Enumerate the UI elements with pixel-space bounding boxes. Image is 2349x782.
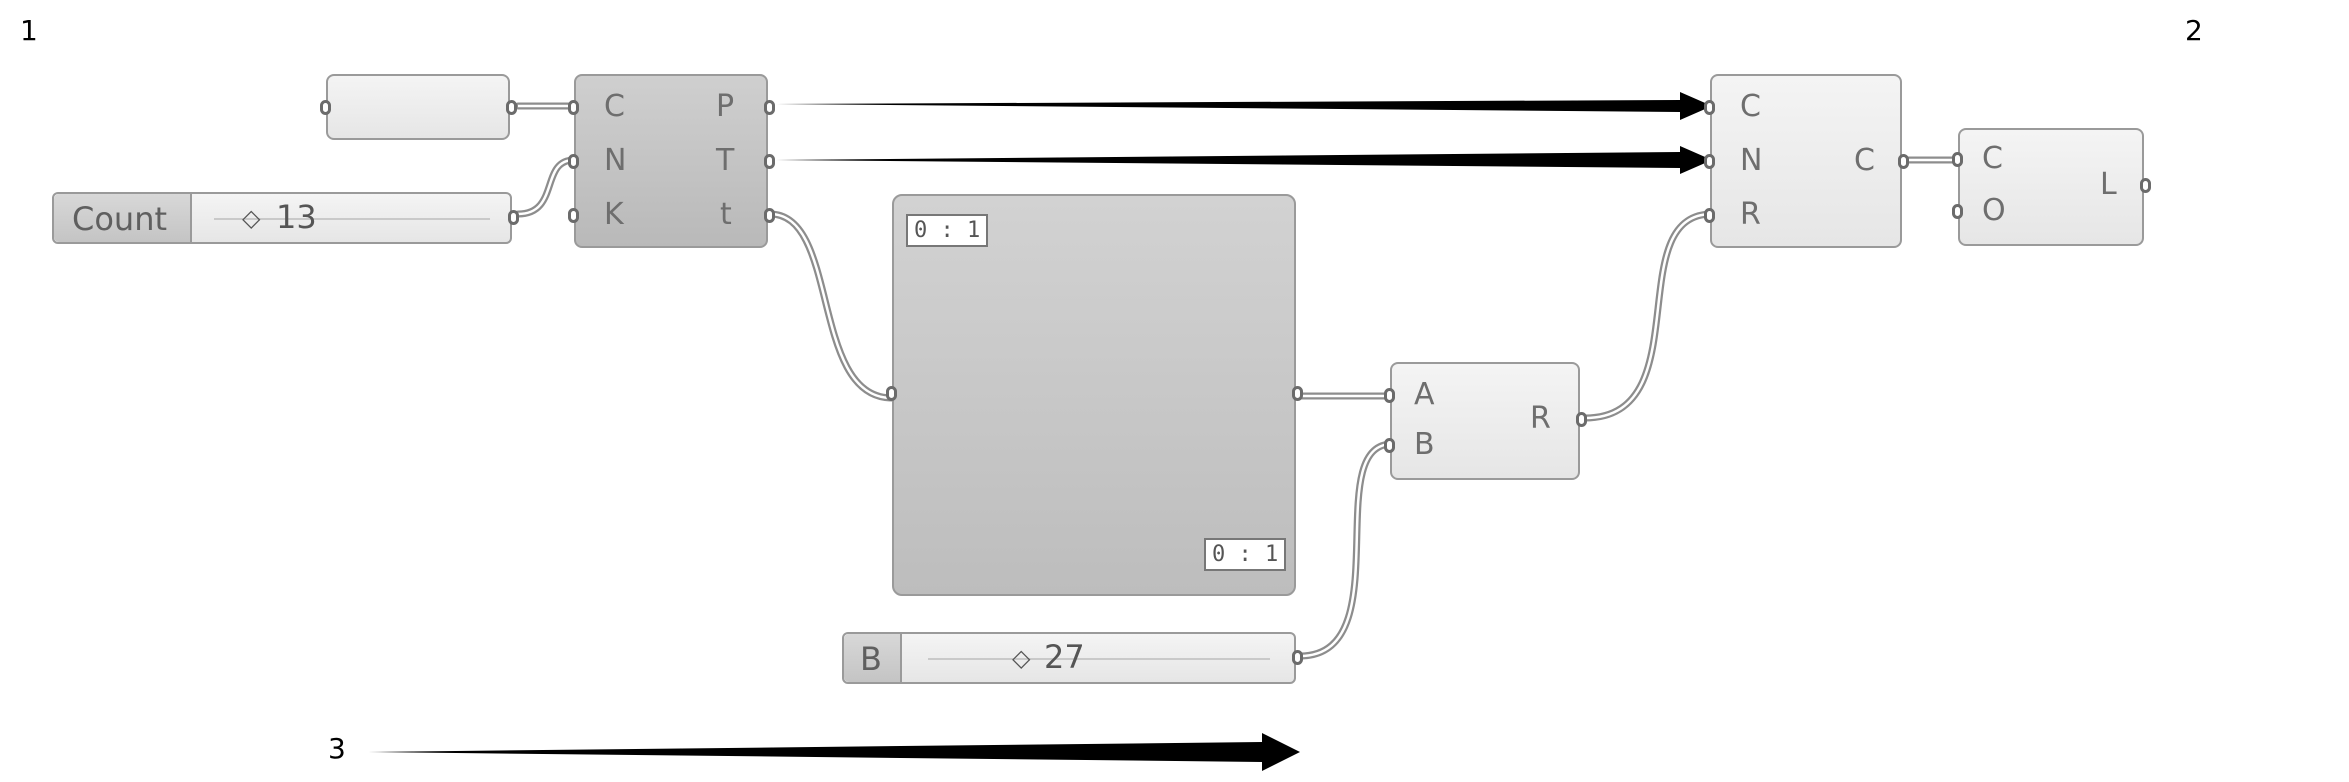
grip-in-r[interactable] [1704,208,1715,223]
b-slider[interactable]: B ◇ 27 [842,632,1303,684]
grip-out-t[interactable] [764,154,775,169]
marker-2: 2 [2185,14,2203,47]
port-out-t-lower: t [720,197,732,232]
port-out-c: C [1854,143,1875,178]
graph-input-grip[interactable] [886,386,897,401]
grip-out-t-lower[interactable] [764,208,775,223]
grip-out-p[interactable] [764,100,775,115]
arrow-t-to-n [776,146,1712,174]
port-in-k: K [604,197,624,232]
count-slider-label: Count [72,200,168,238]
arrow-p-to-c [776,92,1712,120]
multiplication-component[interactable]: A B R [1384,362,1587,480]
wire-r-to-r [1581,210,1716,422]
divide-curve-component[interactable]: C N K P T t [568,74,775,248]
port-in-b: B [1414,427,1435,462]
curve-source-component[interactable] [320,74,517,140]
circle-cnr-component[interactable]: C N R C [1704,74,1909,248]
marker-3: 3 [328,732,346,765]
port-out-l: L [2100,167,2117,202]
port-in-n: N [1740,143,1763,178]
port-in-n: N [604,143,627,178]
count-slider-label-box [54,194,192,242]
grip-in-n[interactable] [1704,154,1715,169]
grip-in-b[interactable] [1384,438,1395,453]
arrows [368,92,1712,771]
port-out-p: P [716,89,735,124]
graph-x-domain: 0 : 1 [906,214,989,247]
grip-in-k[interactable] [568,208,579,223]
port-in-o: O [1982,193,2006,228]
count-slider-track[interactable] [214,218,490,220]
b-slider-label: B [860,640,882,678]
slider-handle-icon[interactable]: ◇ [242,204,261,232]
grip-out-l[interactable] [2140,178,2151,193]
marker-1: 1 [20,14,38,47]
count-slider[interactable]: Count ◇ 13 [52,192,519,244]
grip-in-a[interactable] [1384,388,1395,403]
loft-component[interactable]: C O L [1952,128,2151,246]
output-grip[interactable] [506,100,517,115]
slider-handle-icon[interactable]: ◇ [1012,644,1031,672]
grip-out-c[interactable] [1898,154,1909,169]
port-in-c: C [1982,141,2003,176]
b-slider-track[interactable] [928,658,1270,660]
b-output-grip[interactable] [1292,650,1303,665]
count-output-grip[interactable] [508,210,519,225]
graph-mapper-frame[interactable] [886,194,1303,596]
wire-count-to-n [514,156,578,218]
b-slider-label-box [844,634,902,682]
port-in-c: C [1740,89,1761,124]
grip-in-n[interactable] [568,154,579,169]
port-out-t: T [716,143,735,178]
graph-output-grip[interactable] [1292,386,1303,401]
wire-t-to-graph [766,210,896,402]
grip-in-c[interactable] [1952,152,1963,167]
grip-in-o[interactable] [1952,204,1963,219]
port-in-c: C [604,89,625,124]
port-out-r: R [1530,401,1551,436]
wire-highlights [517,104,1960,658]
arrow-3 [368,733,1300,771]
graph-y-domain: 0 : 1 [1204,538,1287,571]
grip-in-c[interactable] [568,100,579,115]
port-in-r: R [1740,197,1761,232]
grip-in-c[interactable] [1704,100,1715,115]
b-slider-value: 27 [1044,638,1085,676]
port-in-a: A [1414,377,1435,412]
grip-out-r[interactable] [1576,412,1587,427]
input-grip[interactable] [320,100,331,115]
count-slider-value: 13 [276,198,317,236]
